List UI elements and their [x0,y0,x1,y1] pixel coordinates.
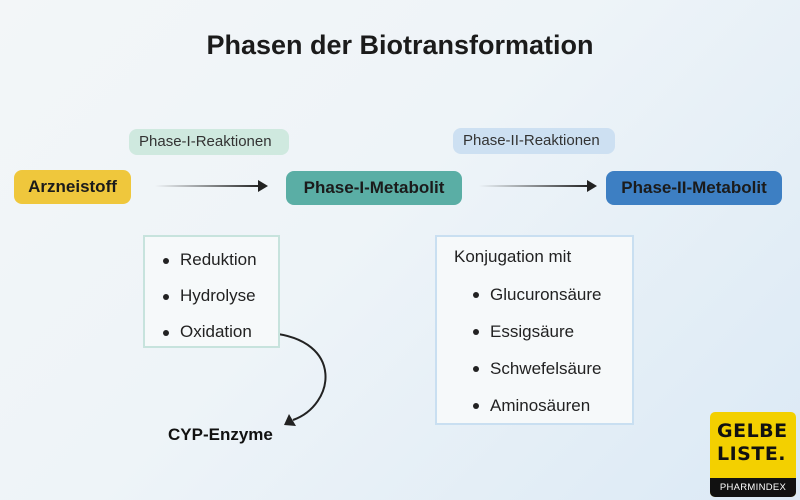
list-item-label: Aminosäuren [490,396,591,415]
list-item: Hydrolyse [163,278,257,314]
list-item: Schwefelsäure [473,350,602,387]
drug-node: Arzneistoff [14,170,131,204]
page-title: Phasen der Biotransformation [206,30,594,60]
bullet-icon [473,292,479,298]
arrow-oxidation-to-cyp [269,332,327,426]
phase1-reactions-box: Reduktion Hydrolyse Oxidation [143,235,280,348]
list-item: Aminosäuren [473,387,602,424]
conjugation-intro: Konjugation mit [454,247,572,266]
list-item: Reduktion [163,242,257,278]
list-item-label: Schwefelsäure [490,359,602,378]
list-item: Oxidation [163,314,257,350]
arrow-phase1-to-phase2 [479,180,597,192]
list-item: Essigsäure [473,313,602,350]
bullet-icon [473,329,479,335]
bullet-icon [473,366,479,372]
phase2-reactions-label: Phase-II-Reaktionen [453,128,615,154]
list-item-label: Glucuronsäure [490,285,602,304]
arrow-drug-to-phase1 [155,180,268,192]
logo-line-1: GELBE [717,420,788,442]
phase1-reactions-label: Phase-I-Reaktionen [129,129,289,155]
phase2-reactions-box: Konjugation mit Glucuronsäure Essigsäure… [435,235,634,425]
list-item-label: Oxidation [180,322,252,341]
bullet-icon [163,258,169,264]
bullet-icon [473,403,479,409]
phase1-list: Reduktion Hydrolyse Oxidation [163,242,257,350]
bullet-icon [163,294,169,300]
phase1-metabolite-node: Phase-I-Metabolit [286,171,462,205]
list-item-label: Reduktion [180,250,257,269]
bullet-icon [163,330,169,336]
phase2-list: Glucuronsäure Essigsäure Schwefelsäure A… [473,276,602,424]
list-item-label: Hydrolyse [180,286,256,305]
cyp-enzymes-label: CYP-Enzyme [168,425,273,444]
phase2-metabolite-node: Phase-II-Metabolit [606,171,782,205]
logo-band: PHARMINDEX [710,478,796,497]
list-item: Glucuronsäure [473,276,602,313]
list-item-label: Essigsäure [490,322,575,341]
logo-line-2: LISTE. [717,443,787,465]
gelbe-liste-logo: GELBE LISTE. PHARMINDEX [710,412,796,497]
